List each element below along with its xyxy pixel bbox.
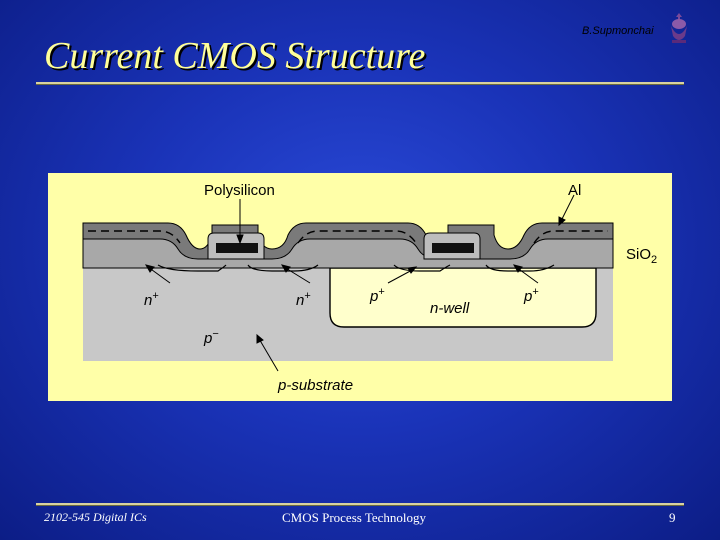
page-number: 9 — [669, 510, 676, 525]
nmos-polysilicon-gate — [216, 243, 258, 253]
label-p-minus: p− — [203, 328, 219, 347]
label-p-substrate: p-substrate — [277, 377, 353, 394]
label-p-plus-left: p+ — [369, 286, 385, 305]
p-substrate-arrow — [257, 336, 279, 372]
n-well-region — [329, 267, 597, 328]
sio2-layer — [82, 238, 614, 269]
n-plus-diffusion-left — [157, 264, 227, 272]
pmos-polysilicon-gate — [432, 243, 474, 253]
label-al: Al — [568, 182, 581, 199]
cmos-cross-section-diagram: Polysilicon Al SiO2 n+ n+ p+ p+ n-well p… — [48, 173, 672, 401]
label-n-plus-left: n+ — [144, 290, 159, 309]
label-p-plus-right: p+ — [523, 286, 539, 305]
label-sio2: SiO2 — [626, 246, 657, 266]
footer-divider — [36, 503, 684, 505]
label-n-plus-right: n+ — [296, 290, 311, 309]
title-divider — [36, 82, 684, 84]
p-plus-diffusion-left — [393, 264, 451, 272]
footer-topic: CMOS Process Technology — [282, 510, 427, 525]
label-n-well: n-well — [430, 300, 470, 317]
author-name: B.Supmonchai — [582, 25, 654, 37]
university-logo-icon — [671, 13, 687, 43]
label-polysilicon: Polysilicon — [204, 182, 275, 199]
slide-title: Current CMOS Structure — [44, 35, 426, 77]
n-plus-diffusion-right — [247, 264, 319, 272]
footer-course: 2102-545 Digital ICs — [44, 510, 147, 524]
metal-interconnect-line — [88, 230, 608, 244]
